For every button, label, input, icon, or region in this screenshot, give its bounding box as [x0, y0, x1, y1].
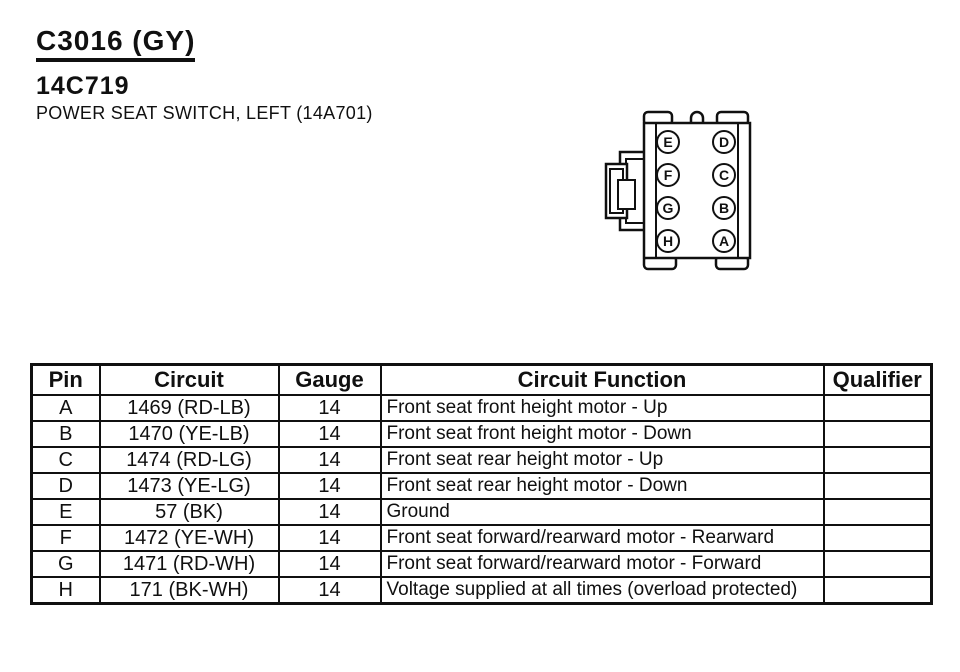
- qualifier-cell: [822, 524, 933, 552]
- circuit-cell: 1469 (RD-LB): [98, 394, 280, 422]
- table-row: H 171 (BK-WH) 14 Voltage supplied at all…: [30, 576, 933, 605]
- circuit-cell: 171 (BK-WH): [98, 576, 280, 605]
- function-cell: Front seat forward/rearward motor - Forw…: [379, 550, 825, 578]
- qualifier-cell: [822, 446, 933, 474]
- connector-body: [642, 121, 752, 260]
- pin-circle: [712, 196, 736, 220]
- component-description: POWER SEAT SWITCH, LEFT (14A701): [36, 103, 373, 123]
- table-row: B 1470 (YE-LB) 14 Front seat front heigh…: [30, 420, 933, 448]
- connector-id: C3016 (GY): [36, 25, 196, 62]
- header-circuit: Circuit: [98, 363, 280, 396]
- pin-label: E: [663, 134, 672, 150]
- function-cell: Front seat front height motor - Down: [379, 420, 825, 448]
- pin-circle: [656, 130, 680, 154]
- pin-cell: D: [30, 472, 101, 500]
- gauge-cell: 14: [277, 420, 382, 448]
- gauge-cell: 14: [277, 498, 382, 526]
- pinout-table: Pin Circuit Gauge Circuit Function Quali…: [30, 363, 933, 605]
- header-pin: Pin: [30, 363, 101, 396]
- gauge-cell: 14: [277, 472, 382, 500]
- table-row: C 1474 (RD-LG) 14 Front seat rear height…: [30, 446, 933, 474]
- gauge-cell: 14: [277, 550, 382, 578]
- pin-label: H: [663, 233, 673, 249]
- qualifier-cell: [822, 550, 933, 578]
- alignment-bump: [689, 110, 705, 126]
- gauge-cell: 14: [277, 576, 382, 605]
- pin-label: G: [663, 200, 674, 216]
- gauge-cell: 14: [277, 394, 382, 422]
- pin-label: C: [719, 167, 729, 183]
- qualifier-cell: [822, 420, 933, 448]
- table-header-row: Pin Circuit Gauge Circuit Function Quali…: [30, 363, 933, 396]
- pin-column-right: D C B A: [712, 130, 736, 253]
- pin-circle: [656, 229, 680, 253]
- qualifier-cell: [822, 576, 933, 605]
- pin-cell: C: [30, 446, 101, 474]
- part-number: 14C719: [36, 72, 130, 100]
- header-circuit-function: Circuit Function: [379, 363, 825, 396]
- pin-cell: F: [30, 524, 101, 552]
- pin-circle: [656, 196, 680, 220]
- page-title: C3016 (GY): [36, 25, 196, 62]
- pin-cell: B: [30, 420, 101, 448]
- pin-label: F: [664, 167, 673, 183]
- pin-circle: [712, 163, 736, 187]
- pin-cell: H: [30, 576, 101, 605]
- gauge-cell: 14: [277, 524, 382, 552]
- qualifier-cell: [822, 394, 933, 422]
- pin-cell: E: [30, 498, 101, 526]
- gauge-cell: 14: [277, 446, 382, 474]
- pin-circle: [656, 163, 680, 187]
- qualifier-cell: [822, 498, 933, 526]
- circuit-cell: 1470 (YE-LB): [98, 420, 280, 448]
- pin-cell: A: [30, 394, 101, 422]
- header-gauge: Gauge: [277, 363, 382, 396]
- qualifier-cell: [822, 472, 933, 500]
- function-cell: Front seat rear height motor - Up: [379, 446, 825, 474]
- circuit-cell: 57 (BK): [98, 498, 280, 526]
- function-cell: Ground: [379, 498, 825, 526]
- function-cell: Front seat forward/rearward motor - Rear…: [379, 524, 825, 552]
- table-row: A 1469 (RD-LB) 14 Front seat front heigh…: [30, 394, 933, 422]
- pin-column-left: E F G H: [656, 130, 680, 253]
- table-row: G 1471 (RD-WH) 14 Front seat forward/rea…: [30, 550, 933, 578]
- circuit-cell: 1474 (RD-LG): [98, 446, 280, 474]
- circuit-cell: 1472 (YE-WH): [98, 524, 280, 552]
- circuit-cell: 1473 (YE-LG): [98, 472, 280, 500]
- pin-label: B: [719, 200, 729, 216]
- pin-label: D: [719, 134, 729, 150]
- pin-circle: [712, 130, 736, 154]
- function-cell: Front seat rear height motor - Down: [379, 472, 825, 500]
- pin-circle: [712, 229, 736, 253]
- header-qualifier: Qualifier: [822, 363, 933, 396]
- table-row: F 1472 (YE-WH) 14 Front seat forward/rea…: [30, 524, 933, 552]
- function-cell: Voltage supplied at all times (overload …: [379, 576, 825, 605]
- function-cell: Front seat front height motor - Up: [379, 394, 825, 422]
- connector-face-diagram: E F G H D C B A: [604, 110, 752, 271]
- table-row: D 1473 (YE-LG) 14 Front seat rear height…: [30, 472, 933, 500]
- pin-label: A: [719, 233, 729, 249]
- circuit-cell: 1471 (RD-WH): [98, 550, 280, 578]
- pin-cell: G: [30, 550, 101, 578]
- table-row: E 57 (BK) 14 Ground: [30, 498, 933, 526]
